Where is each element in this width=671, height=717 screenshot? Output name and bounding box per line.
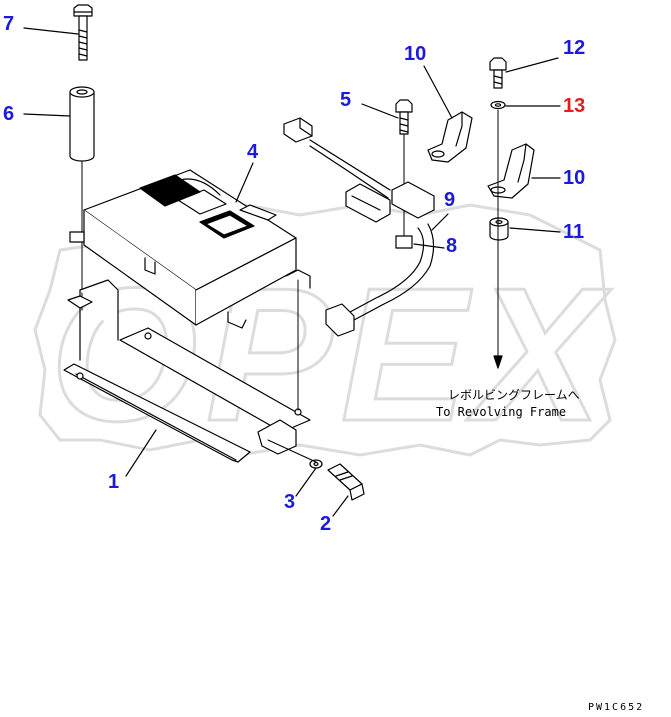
drawing-code: PW1C652 (588, 702, 645, 713)
callout-5: 5 (340, 89, 352, 111)
note-japanese: レボルビングフレームへ (448, 388, 580, 402)
callout-6: 6 (3, 103, 15, 125)
callout-11: 11 (563, 221, 585, 243)
part-1-bracket (63, 279, 311, 463)
part-3-washer (309, 459, 323, 469)
callout-9: 9 (444, 189, 456, 211)
part-13-washer (490, 100, 506, 110)
part-10a-bracket (427, 111, 473, 163)
callout-10b: 10 (563, 167, 586, 189)
part-12-bolt (489, 57, 507, 89)
callout-1: 1 (108, 471, 120, 493)
part-5-bolt (395, 99, 413, 135)
note-english: To Revolving Frame (436, 405, 567, 419)
callout-4: 4 (247, 141, 259, 163)
part-10b-bracket (487, 143, 535, 199)
callout-13: 13 (563, 95, 586, 117)
part-4-controller (69, 169, 311, 329)
part-8-harness (283, 117, 435, 337)
watermark-gear (33, 203, 617, 457)
callout-12: 12 (563, 37, 586, 59)
leader-lines (23, 27, 561, 517)
callout-2: 2 (320, 513, 332, 535)
part-7-long-bolt (73, 4, 93, 61)
part-6-spacer-tube (69, 86, 95, 162)
part-11-spacer (489, 217, 509, 241)
part-2-bolt (327, 463, 365, 501)
callout-10a: 10 (404, 43, 427, 65)
arrow-to-frame (493, 355, 503, 369)
callout-3: 3 (284, 491, 296, 513)
callout-8: 8 (446, 235, 458, 257)
callout-7: 7 (3, 13, 15, 35)
